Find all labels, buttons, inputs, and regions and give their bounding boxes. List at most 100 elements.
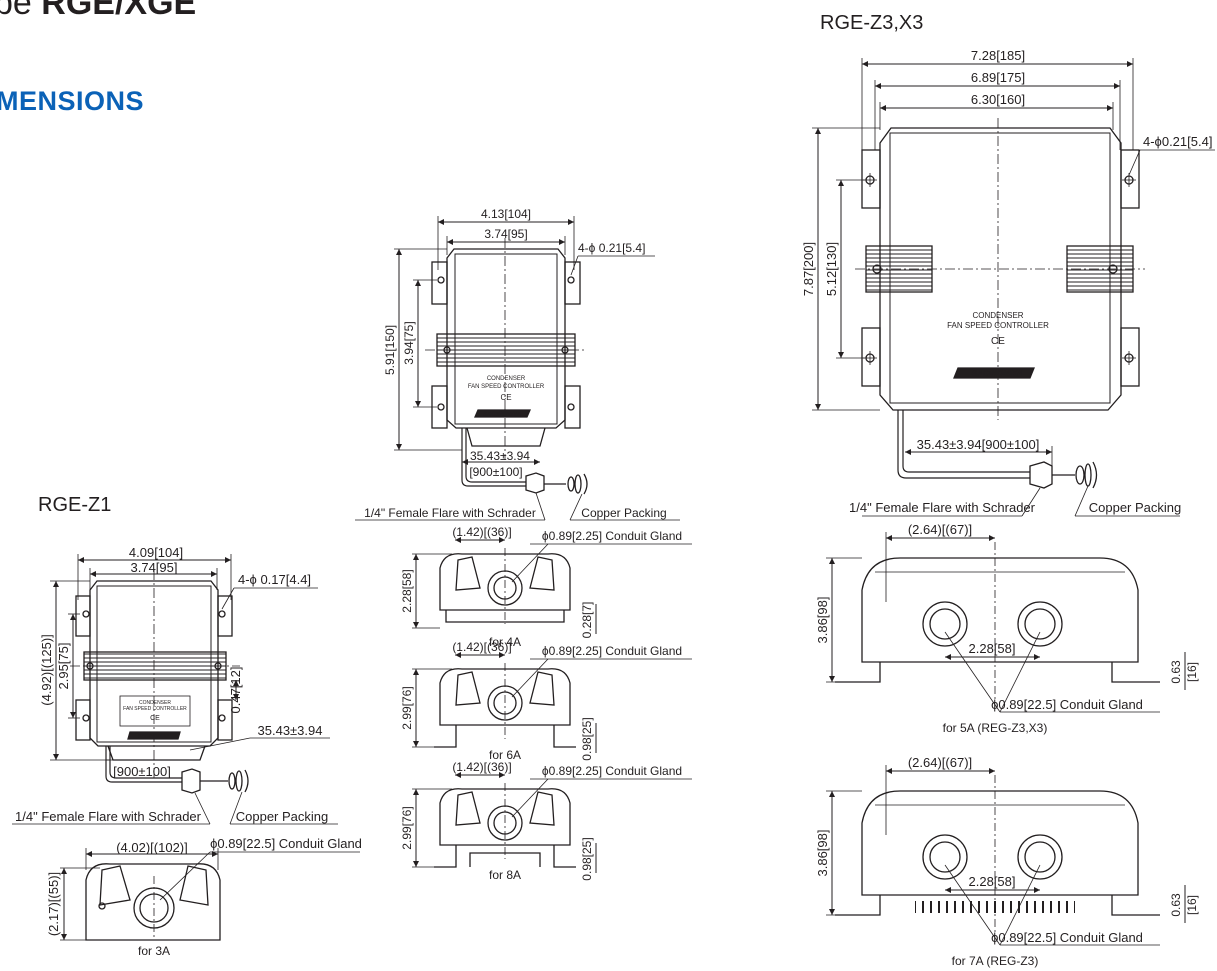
model-label-z3x3: RGE-Z3,X3 xyxy=(820,12,924,34)
base xyxy=(445,610,565,623)
z1-gland: ϕ0.89[22.5] Conduit Gland xyxy=(210,836,362,851)
offset-label: (1.42)[(36)] xyxy=(452,525,511,539)
gland-label: ϕ0.89[2.25] Conduit Gland xyxy=(542,644,682,658)
mid-height-inner: 3.94[75] xyxy=(402,321,416,364)
z1-side-view-text: (4.02)[(102)] ϕ0.89[22.5] Conduit Gland … xyxy=(46,836,362,958)
z1-copper: Copper Packing xyxy=(236,809,329,824)
z1-bracket: 0.47[12] xyxy=(228,667,243,714)
z3-top-view xyxy=(812,58,1215,517)
section-heading: MENSIONS xyxy=(0,86,145,116)
gland-label: ϕ0.89[2.25] Conduit Gland xyxy=(542,764,682,778)
mid-top-view-text: 4.13[104] 3.74[95] 4-ϕ 0.21[5.4] 5.91[15… xyxy=(364,207,667,520)
gland-leader xyxy=(511,543,549,583)
z1-side-view xyxy=(60,848,360,941)
mid-side-view-1: (1.42)[(36)]2.28[58]0.28[7]ϕ0.89[2.25] C… xyxy=(400,525,692,649)
controller-label-line2: FAN SPEED CONTROLLER xyxy=(947,321,1049,330)
z1-height-total: (4.92)[(125)] xyxy=(39,634,54,706)
offset-label: (2.64)[(67)] xyxy=(908,755,972,770)
height-label: 3.86[98] xyxy=(815,597,830,644)
z3-width-inner: 6.30[160] xyxy=(971,92,1025,107)
mount-feet xyxy=(434,725,576,748)
z1-controller-line1: CONDENSER xyxy=(139,700,171,706)
z1-brand-logo: SAGINOMIYA xyxy=(138,734,170,740)
z3-height-inner: 5.12[130] xyxy=(824,242,839,296)
gland-outer-1 xyxy=(922,601,968,647)
housing xyxy=(861,790,1139,896)
gland-leader-1 xyxy=(944,864,1001,946)
rib-left xyxy=(455,556,481,591)
rib-left xyxy=(455,791,481,826)
offset-label: (1.42)[(36)] xyxy=(452,640,511,654)
ce-mark: CE xyxy=(991,336,1005,347)
housing xyxy=(439,553,571,611)
housing xyxy=(861,557,1139,663)
z1-height-inner: 2.95[75] xyxy=(56,643,71,690)
z1-gland-width: (4.02)[(102)] xyxy=(116,840,188,855)
mid-brand-logo: SAGINOMIYA xyxy=(483,412,521,418)
mid-ce-mark: CE xyxy=(500,393,511,402)
rib-right xyxy=(529,791,555,826)
rib-right xyxy=(529,556,555,591)
gland-inner-1 xyxy=(929,841,961,873)
z1-cable-length: 35.43±3.94 xyxy=(258,723,323,738)
height-label: 2.99[76] xyxy=(400,806,414,849)
brand-logo: SAGINOMIYA xyxy=(972,369,1023,378)
z1-top-view-text: 4.09[104] 3.74[95] 4-ϕ 0.17[4.4] (4.92)[… xyxy=(15,545,328,824)
z3-width-mid: 6.89[175] xyxy=(971,70,1025,85)
rib-right xyxy=(529,671,555,706)
variant-label: for 4A xyxy=(489,635,521,649)
z1-ce-mark: CE xyxy=(150,715,160,722)
mid-height-total: 5.91[150] xyxy=(383,325,397,375)
foot-label: 0.98[25] xyxy=(580,837,594,880)
z3-side-view-1: (2.64)[(67)] 2.28[58] 3.86[98] 0.63[16] ϕ0.8… xyxy=(815,522,1199,735)
gland-inner-2 xyxy=(1024,608,1056,640)
mid-side-view-3: (1.42)[(36)]2.99[76]0.98[25]ϕ0.89[2.25] … xyxy=(400,760,692,882)
z3-side-views: (2.64)[(67)] 2.28[58] 3.86[98] 0.63[16] ϕ0.8… xyxy=(815,522,1199,968)
foot-label: 0.63 xyxy=(1169,660,1183,684)
z3-top-view-text: 7.28[185] 6.89[175] 6.30[160] 4-ϕ0.21[5.… xyxy=(801,48,1212,515)
model-label-z1: RGE-Z1 xyxy=(38,494,112,516)
gland-inner-2 xyxy=(1024,841,1056,873)
foot-label: 0.28[7] xyxy=(580,602,594,639)
spacing-label: 2.28[58] xyxy=(969,641,1016,656)
z3-width-outer: 7.28[185] xyxy=(971,48,1025,63)
rib-left xyxy=(455,671,481,706)
mid-top-view xyxy=(355,216,680,521)
mid-width-inner: 3.74[95] xyxy=(484,227,527,241)
foot-mm-label: [16] xyxy=(1185,662,1199,682)
housing xyxy=(439,788,571,846)
gland-leader xyxy=(511,778,549,818)
z1-flare: 1/4" Female Flare with Schrader xyxy=(15,809,202,824)
controller-label-line1: CONDENSER xyxy=(972,311,1023,320)
offset-label: (2.64)[(67)] xyxy=(908,522,972,537)
mid-width-outer: 4.13[104] xyxy=(481,207,531,221)
z3-holes: 4-ϕ0.21[5.4] xyxy=(1143,134,1212,149)
z3-copper: Copper Packing xyxy=(1089,500,1182,515)
gland-label: ϕ0.89[22.5] Conduit Gland xyxy=(991,697,1143,712)
gland-outer-1 xyxy=(922,834,968,880)
z1-holes: 4-ϕ 0.17[4.4] xyxy=(238,572,311,587)
mid-flare: 1/4" Female Flare with Schrader xyxy=(364,506,536,520)
variant-label: for 8A xyxy=(489,868,521,882)
gland-leader-1 xyxy=(944,631,1001,713)
z1-width-inner: 3.74[95] xyxy=(131,560,178,575)
variant-label: for 5A (REG-Z3,X3) xyxy=(943,721,1048,735)
gland-outer-2 xyxy=(1017,601,1063,647)
z1-gland-height: (2.17)[(55)] xyxy=(46,872,61,936)
mid-cable-length-mm: [900±100] xyxy=(469,465,522,479)
z3-flare: 1/4" Female Flare with Schrader xyxy=(849,500,1036,515)
z3-side-view-2: (2.64)[(67)]2.28[58]3.86[98]0.63[16]ϕ0.8… xyxy=(815,755,1199,968)
height-label: 3.86[98] xyxy=(815,830,830,877)
gland-label: ϕ0.89[22.5] Conduit Gland xyxy=(991,930,1143,945)
heatsink-fins xyxy=(915,901,1075,913)
bracket xyxy=(469,852,541,867)
z1-cable-length-mm: [900±100] xyxy=(113,764,171,779)
mid-controller-line1: CONDENSER xyxy=(487,376,526,382)
page-title: pe RGE/XGE xyxy=(0,0,197,22)
z3-height-total: 7.87[200] xyxy=(801,242,816,296)
spacing-label: 2.28[58] xyxy=(969,874,1016,889)
z1-top-view xyxy=(12,554,338,825)
gland-leader-2 xyxy=(999,864,1041,946)
z1-variant: for 3A xyxy=(138,944,170,958)
